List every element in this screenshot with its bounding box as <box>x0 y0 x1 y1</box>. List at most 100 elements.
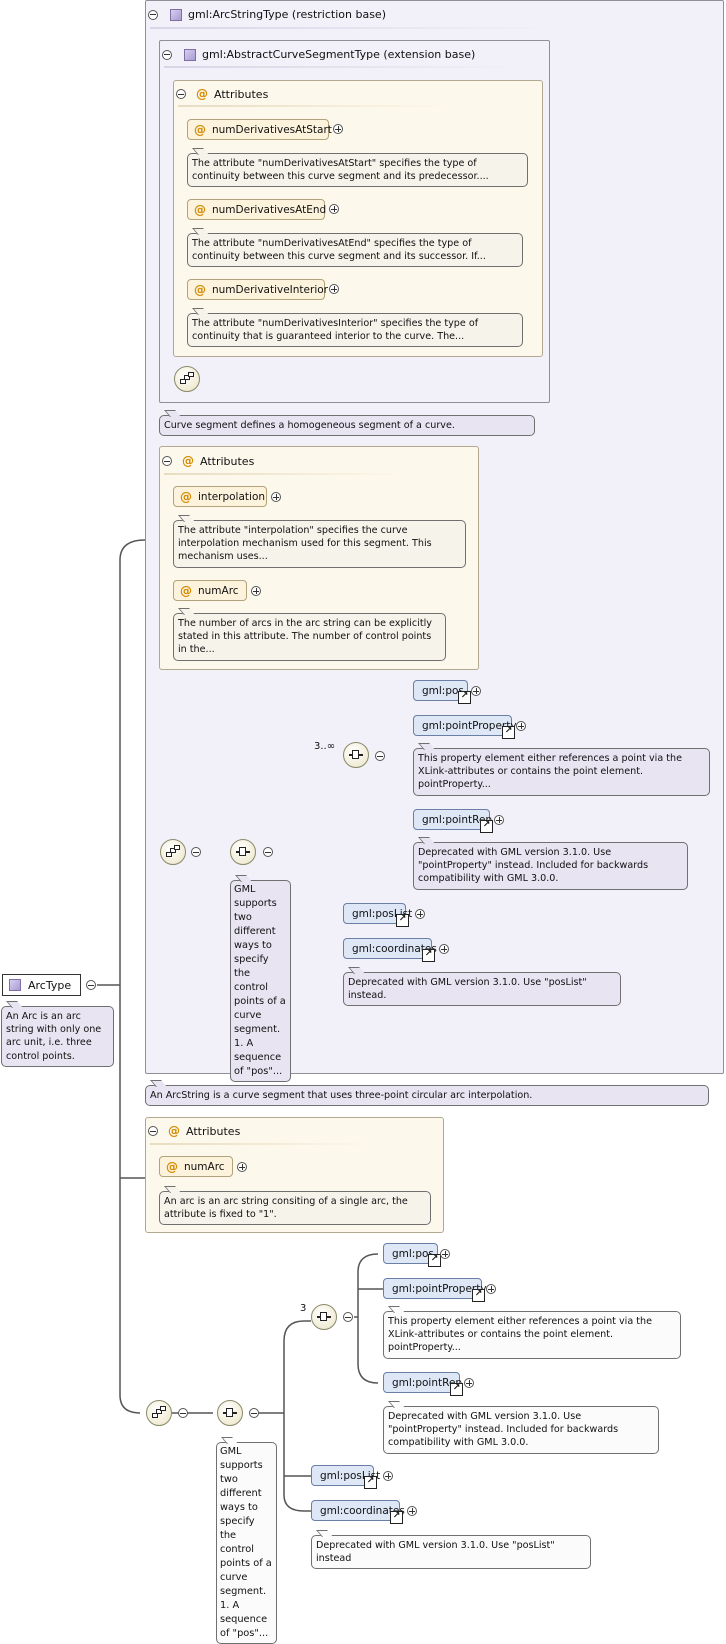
attribute-icon: @ <box>194 202 206 217</box>
sequence-compositor-icon[interactable] <box>230 839 256 865</box>
attribute-icon: @ <box>194 122 206 137</box>
expand-element-icon[interactable] <box>407 1506 417 1516</box>
element-gml-pos[interactable]: gml:pos ↗ <box>413 680 471 704</box>
attribute-name: numArc <box>198 584 239 597</box>
collapse-choice-icon[interactable] <box>375 751 385 761</box>
attribute-numarc[interactable]: @ numArc <box>159 1156 233 1177</box>
group-compositor-icon[interactable] <box>146 1400 172 1426</box>
expand-attribute-icon[interactable] <box>333 124 343 134</box>
attribute-icon: @ <box>180 583 192 598</box>
choice-compositor-icon[interactable] <box>343 742 369 768</box>
attribute-group-icon[interactable] <box>174 366 200 392</box>
reference-arrow-icon: ↗ <box>450 1383 463 1396</box>
reference-arrow-icon: ↗ <box>428 1254 441 1267</box>
root-element-arctype[interactable]: ArcType <box>2 974 81 996</box>
element-note: Deprecated with GML version 3.1.0. Use "… <box>383 1406 659 1454</box>
element-label: gml:coordinates <box>320 1504 405 1517</box>
sequence-note: GML supports two different ways to speci… <box>230 880 291 1082</box>
expand-element-icon[interactable] <box>516 721 526 731</box>
attributes-label: Attributes <box>214 87 269 101</box>
title-underline <box>150 27 550 29</box>
element-gml-pointrep[interactable]: gml:pointRep ↗ <box>383 1372 463 1396</box>
element-gml-pointproperty[interactable]: gml:pointProperty ↗ <box>383 1278 487 1302</box>
attribute-name: interpolation <box>198 490 266 503</box>
collapse-sequence-icon[interactable] <box>249 1408 259 1418</box>
element-gml-poslist[interactable]: gml:posList ↗ <box>343 903 412 927</box>
collapse-sequence-icon[interactable] <box>263 847 273 857</box>
element-gml-pointrep[interactable]: gml:pointRep ↗ <box>413 809 493 833</box>
expand-element-icon[interactable] <box>494 815 504 825</box>
attribute-numarc[interactable]: @ numArc <box>173 580 247 601</box>
element-gml-pos[interactable]: gml:pos ↗ <box>383 1243 441 1267</box>
expand-attribute-icon[interactable] <box>271 492 281 502</box>
root-note: An Arc is an arc string with only one ar… <box>1 1006 114 1067</box>
collapse-root-icon[interactable] <box>86 980 96 990</box>
expand-element-icon[interactable] <box>486 1284 496 1294</box>
attribute-name: numDerivativesAtEnd <box>212 203 327 216</box>
arcstring-attributes-title-row: @ Attributes <box>162 454 254 468</box>
element-gml-poslist[interactable]: gml:posList ↗ <box>311 1465 380 1489</box>
expand-element-icon[interactable] <box>439 944 449 954</box>
expand-attribute-icon[interactable] <box>251 586 261 596</box>
expand-element-icon[interactable] <box>415 909 425 919</box>
element-gml-coordinates[interactable]: gml:coordinates ↗ <box>343 938 437 962</box>
collapse-attributes-icon[interactable] <box>176 89 186 99</box>
attribute-note: The attribute "interpolation" specifies … <box>173 520 466 568</box>
complex-type-icon <box>9 979 21 991</box>
attribute-numderivativesatend[interactable]: @ numDerivativesAtEnd <box>187 199 327 220</box>
element-label: gml:pos <box>422 684 464 697</box>
reference-arrow-icon: ↗ <box>502 726 515 739</box>
reference-arrow-icon: ↗ <box>364 1476 377 1489</box>
collapse-attributes-icon[interactable] <box>148 1126 158 1136</box>
title-underline <box>164 66 524 68</box>
attribute-numderivativeinterior[interactable]: @ numDerivativeInterior <box>187 279 328 300</box>
expand-attribute-icon[interactable] <box>329 284 339 294</box>
collapse-attributes-icon[interactable] <box>162 456 172 466</box>
extension-attributes-title-row: @ Attributes <box>176 87 268 101</box>
collapse-group-icon[interactable] <box>178 1408 188 1418</box>
element-note: Deprecated with GML version 3.1.0. Use "… <box>311 1535 591 1570</box>
attribute-note: The attribute "numDerivativesAtEnd" spec… <box>187 233 523 268</box>
reference-arrow-icon: ↗ <box>472 1289 485 1302</box>
choice-compositor-icon[interactable] <box>311 1304 337 1330</box>
element-label: gml:pointProperty <box>392 1282 487 1295</box>
element-label: gml:pointRep <box>392 1376 463 1389</box>
expand-element-icon[interactable] <box>471 686 481 696</box>
attribute-name: numDerivativesAtStart <box>212 123 332 136</box>
extension-title-row: gml:AbstractCurveSegmentType (extension … <box>162 48 475 61</box>
element-note: Deprecated with GML version 3.1.0. Use "… <box>343 972 621 1007</box>
expand-element-icon[interactable] <box>383 1471 393 1481</box>
attribute-icon: @ <box>182 454 194 468</box>
collapse-choice-icon[interactable] <box>343 1312 353 1322</box>
expand-attribute-icon[interactable] <box>329 204 339 214</box>
cardinality-label: 3..∞ <box>314 741 336 752</box>
collapse-restriction-icon[interactable] <box>148 9 158 20</box>
element-gml-pointproperty[interactable]: gml:pointProperty ↗ <box>413 715 517 739</box>
attribute-icon: @ <box>196 87 208 101</box>
expand-element-icon[interactable] <box>464 1378 474 1388</box>
reference-arrow-icon: ↗ <box>458 691 471 704</box>
element-label: gml:pointProperty <box>422 719 517 732</box>
root-label: ArcType <box>28 978 72 992</box>
reference-arrow-icon: ↗ <box>422 949 435 962</box>
collapse-group-icon[interactable] <box>191 847 201 857</box>
collapse-extension-icon[interactable] <box>162 49 172 60</box>
attributes-underline <box>164 473 404 475</box>
sequence-note: GML supports two different ways to speci… <box>216 1442 277 1644</box>
expand-attribute-icon[interactable] <box>237 1162 247 1172</box>
attribute-name: numArc <box>184 1160 225 1173</box>
attribute-interpolation[interactable]: @ interpolation <box>173 486 267 507</box>
expand-element-icon[interactable] <box>440 1249 450 1259</box>
group-compositor-icon[interactable] <box>160 839 186 865</box>
attribute-note: The attribute "numDerivativesAtStart" sp… <box>187 153 528 188</box>
attribute-icon: @ <box>180 489 192 504</box>
element-label: gml:pointRep <box>422 813 493 826</box>
extension-title: gml:AbstractCurveSegmentType (extension … <box>202 48 476 61</box>
sequence-compositor-icon[interactable] <box>217 1400 243 1426</box>
attributes-label: Attributes <box>200 454 255 468</box>
element-gml-coordinates[interactable]: gml:coordinates ↗ <box>311 1500 405 1524</box>
attribute-icon: @ <box>168 1124 180 1138</box>
element-label: gml:coordinates <box>352 942 437 955</box>
attribute-numderivativesatstart[interactable]: @ numDerivativesAtStart <box>187 119 332 140</box>
cardinality-label: 3 <box>300 1303 307 1314</box>
